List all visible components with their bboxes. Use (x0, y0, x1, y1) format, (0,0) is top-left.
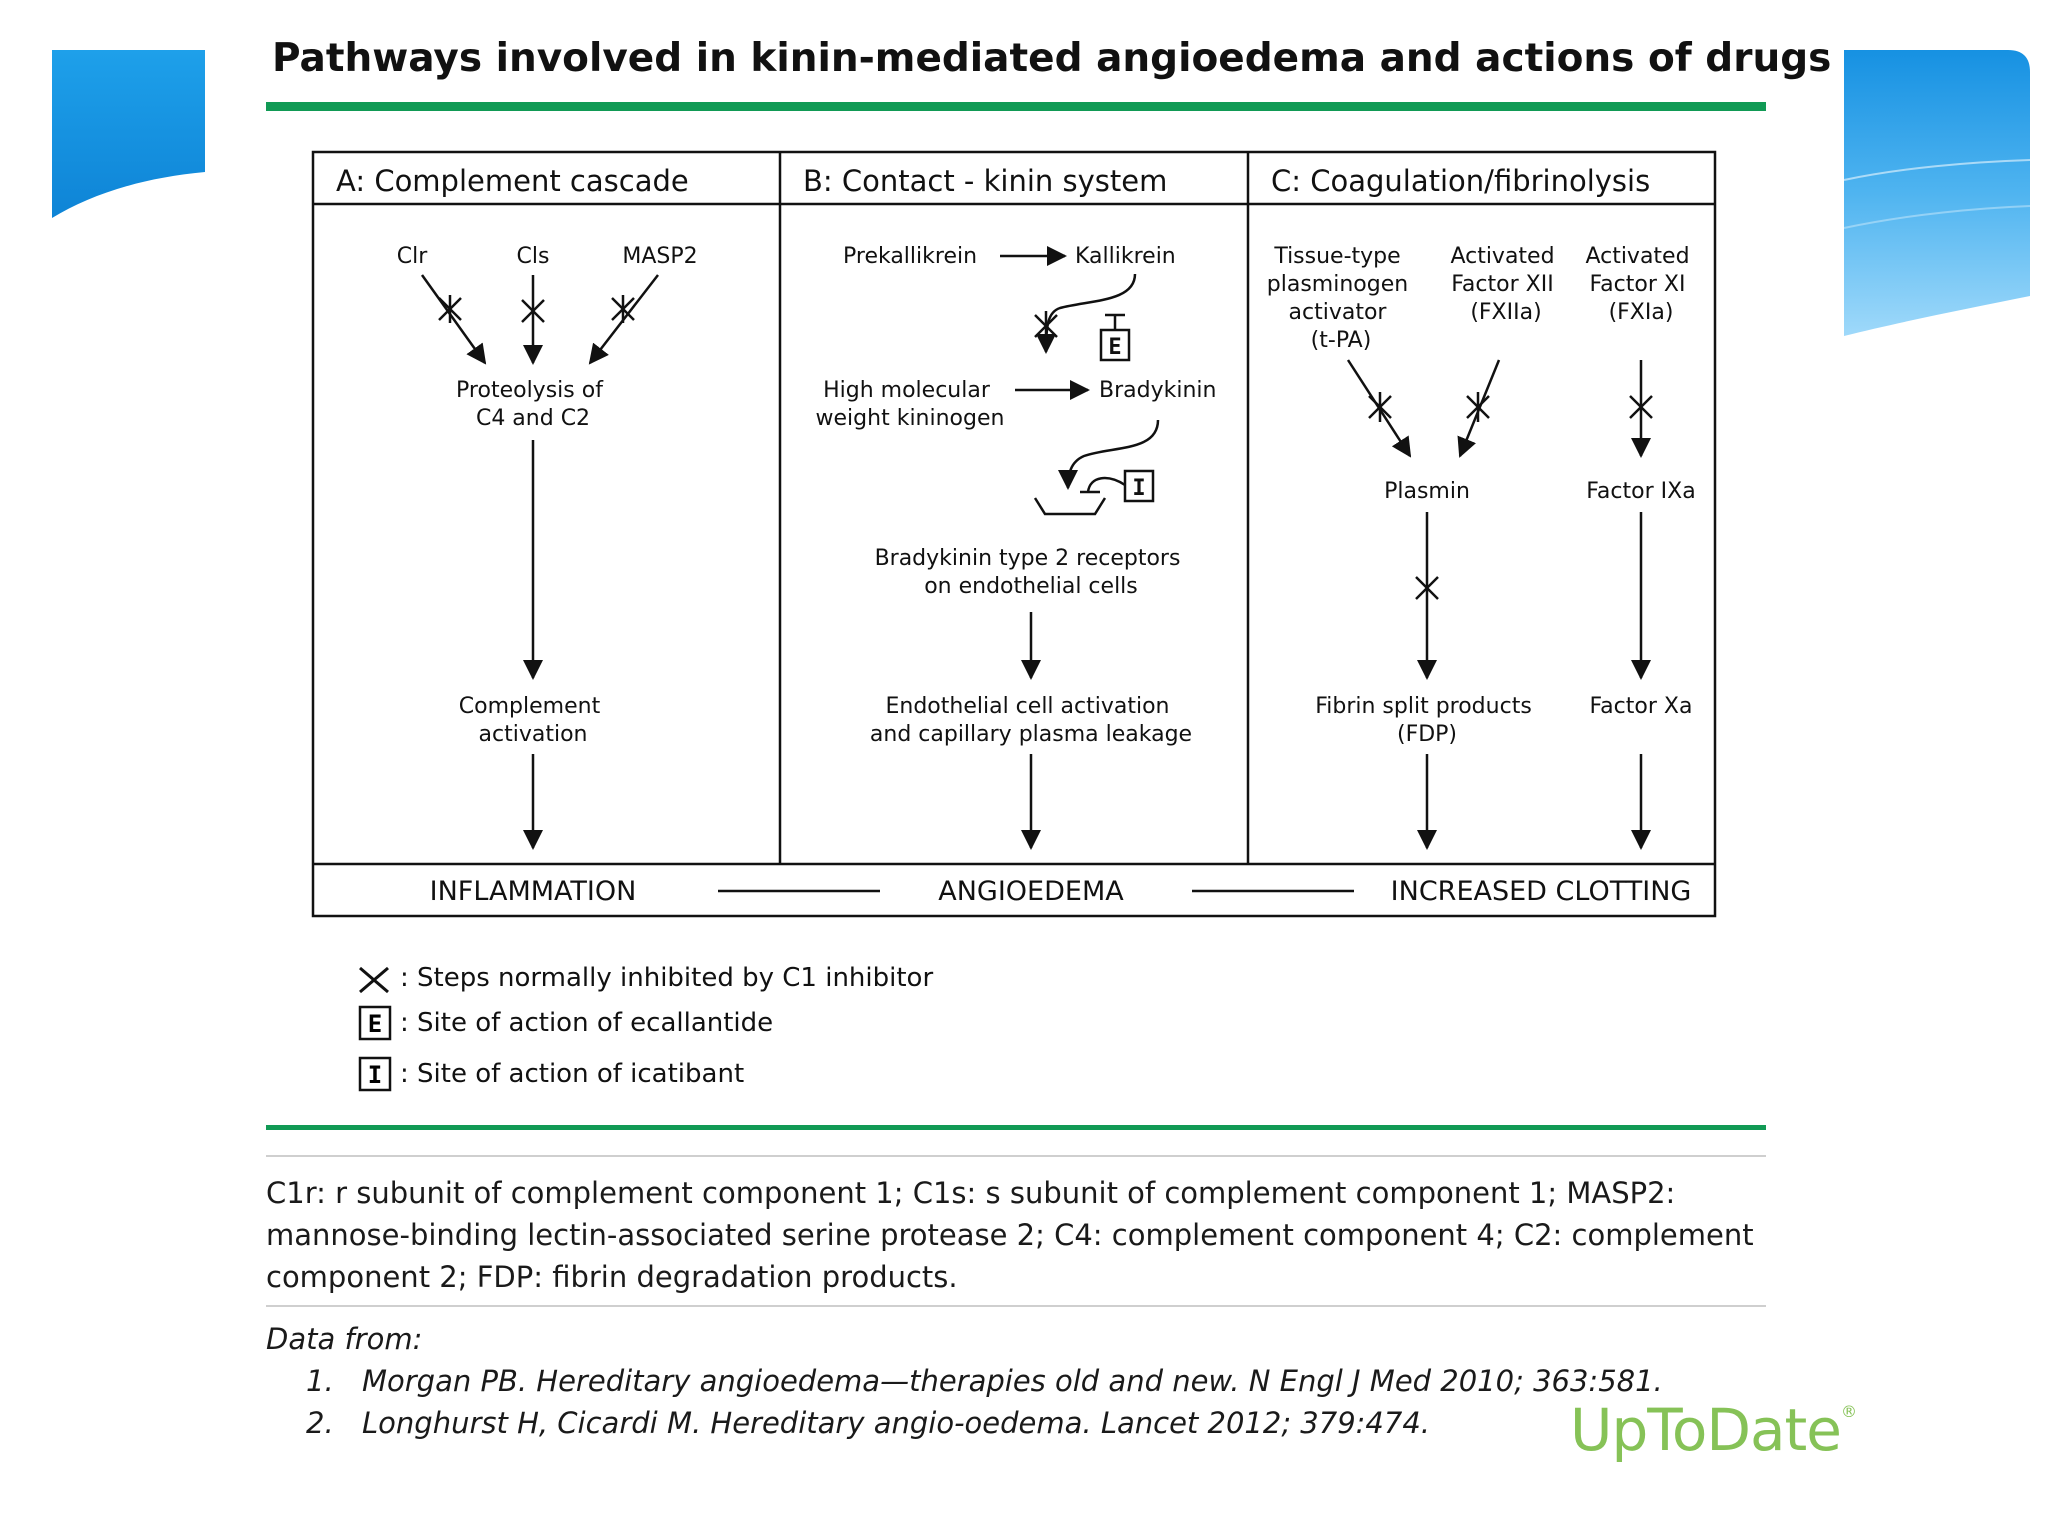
reference-number: 2. (306, 1406, 334, 1440)
legend-inhibited-icon (359, 966, 389, 994)
hmwk-label: High molecular weight kininogen (816, 378, 1005, 431)
c1-inhibitor-mark (1034, 311, 1058, 341)
uptodate-logo: UpToDate® (1570, 1396, 1857, 1464)
logo-text: UpToDate (1570, 1396, 1842, 1464)
legend-icatibant-text: : Site of action of icatibant (400, 1059, 745, 1089)
tpa-label: Tissue-type plasminogen activator (t-PA) (1267, 244, 1415, 353)
outcome-increased-clotting: INCREASED CLOTTING (1391, 876, 1692, 907)
c1-inhibitor-mark (611, 295, 635, 323)
legend-ecallantide-text: : Site of action of ecallantide (400, 1008, 774, 1038)
diagram-frame (311, 150, 1717, 918)
reference-item: 2. Longhurst H, Cicardi M. Hereditary ang… (306, 1406, 1430, 1440)
receptor-symbol (1033, 497, 1107, 516)
c1-inhibitor-mark (438, 295, 462, 323)
icatibant-box-letter: I (1132, 476, 1145, 501)
c1-inhibitor-mark (1466, 392, 1490, 422)
fxiia-label: Activated Factor XII (FXIIa) (1450, 244, 1561, 325)
ecallantide-box-letter: E (1108, 335, 1121, 360)
factor-xa-label: Factor Xa (1590, 694, 1693, 719)
factor-ixa-label: Factor IXa (1586, 479, 1695, 504)
pathway-diagram: A: Complement cascade B: Contact - kinin… (311, 150, 1717, 918)
c1-inhibitor-mark (1415, 576, 1439, 600)
footnote-divider-top (266, 1155, 1766, 1157)
panel-c-header: C: Coagulation/fibrinolysis (1271, 164, 1650, 198)
title-underline (266, 102, 1766, 111)
data-from-label: Data from: (266, 1322, 423, 1356)
legend-icatibant-letter: I (368, 1061, 382, 1089)
reference-item: 1. Morgan PB. Hereditary angioedema—thera… (306, 1364, 1663, 1398)
legend-ecallantide-letter: E (368, 1010, 382, 1038)
bradykinin-curve-arrow (1058, 419, 1160, 490)
abbreviations-footnote: C1r: r subunit of complement component 1… (266, 1176, 1754, 1294)
masp2-label: MASP2 (622, 244, 697, 269)
reference-number: 1. (306, 1364, 334, 1398)
reference-text: Morgan PB. Hereditary angioedema—therapi… (362, 1364, 1663, 1398)
ecallantide-inhibition (1099, 313, 1131, 362)
receptors-label: Bradykinin type 2 receptors on endotheli… (875, 546, 1188, 599)
clr-arrow (420, 274, 487, 365)
panel-a-header: A: Complement cascade (336, 164, 689, 198)
legend-icatibant-box: I (358, 1056, 392, 1092)
outcome-inflammation: INFLAMMATION (430, 876, 637, 907)
icatibant-inhibition (1080, 469, 1155, 503)
complement-activation-label: Complement activation (459, 694, 607, 747)
registered-mark: ® (1840, 1402, 1857, 1421)
kallikrein-label: Kallikrein (1075, 244, 1176, 269)
right-corner-tab (1843, 50, 2031, 336)
fdp-label: Fibrin split products (FDP) (1315, 694, 1539, 747)
plasmin-label: Plasmin (1384, 479, 1470, 504)
prekallikrein-label: Prekallikrein (843, 244, 977, 269)
fxia-label: Activated Factor XI (FXIa) (1585, 244, 1696, 325)
panel-b-header: B: Contact - kinin system (803, 164, 1167, 198)
endothelial-activation-label: Endothelial cell activation and capillar… (870, 694, 1192, 747)
legend-ecallantide-box: E (358, 1005, 392, 1041)
legend-inhibited-text: : Steps normally inhibited by C1 inhibit… (400, 963, 934, 993)
left-corner-tab (52, 50, 205, 218)
cls-label: Cls (517, 244, 550, 269)
clr-label: Clr (397, 244, 428, 269)
bradykinin-label: Bradykinin (1099, 378, 1216, 403)
c1-inhibitor-mark (521, 299, 545, 323)
footnote-divider-bottom (266, 1305, 1766, 1307)
c1-inhibitor-mark (1368, 392, 1392, 422)
reference-text: Longhurst H, Cicardi M. Hereditary angio… (362, 1406, 1431, 1440)
legend-underline (266, 1125, 1766, 1130)
page-title: Pathways involved in kinin-mediated angi… (272, 36, 1832, 81)
c1-inhibitor-mark (1629, 395, 1653, 419)
outcome-angioedema: ANGIOEDEMA (938, 876, 1124, 907)
proteolysis-label: Proteolysis of C4 and C2 (456, 378, 610, 431)
